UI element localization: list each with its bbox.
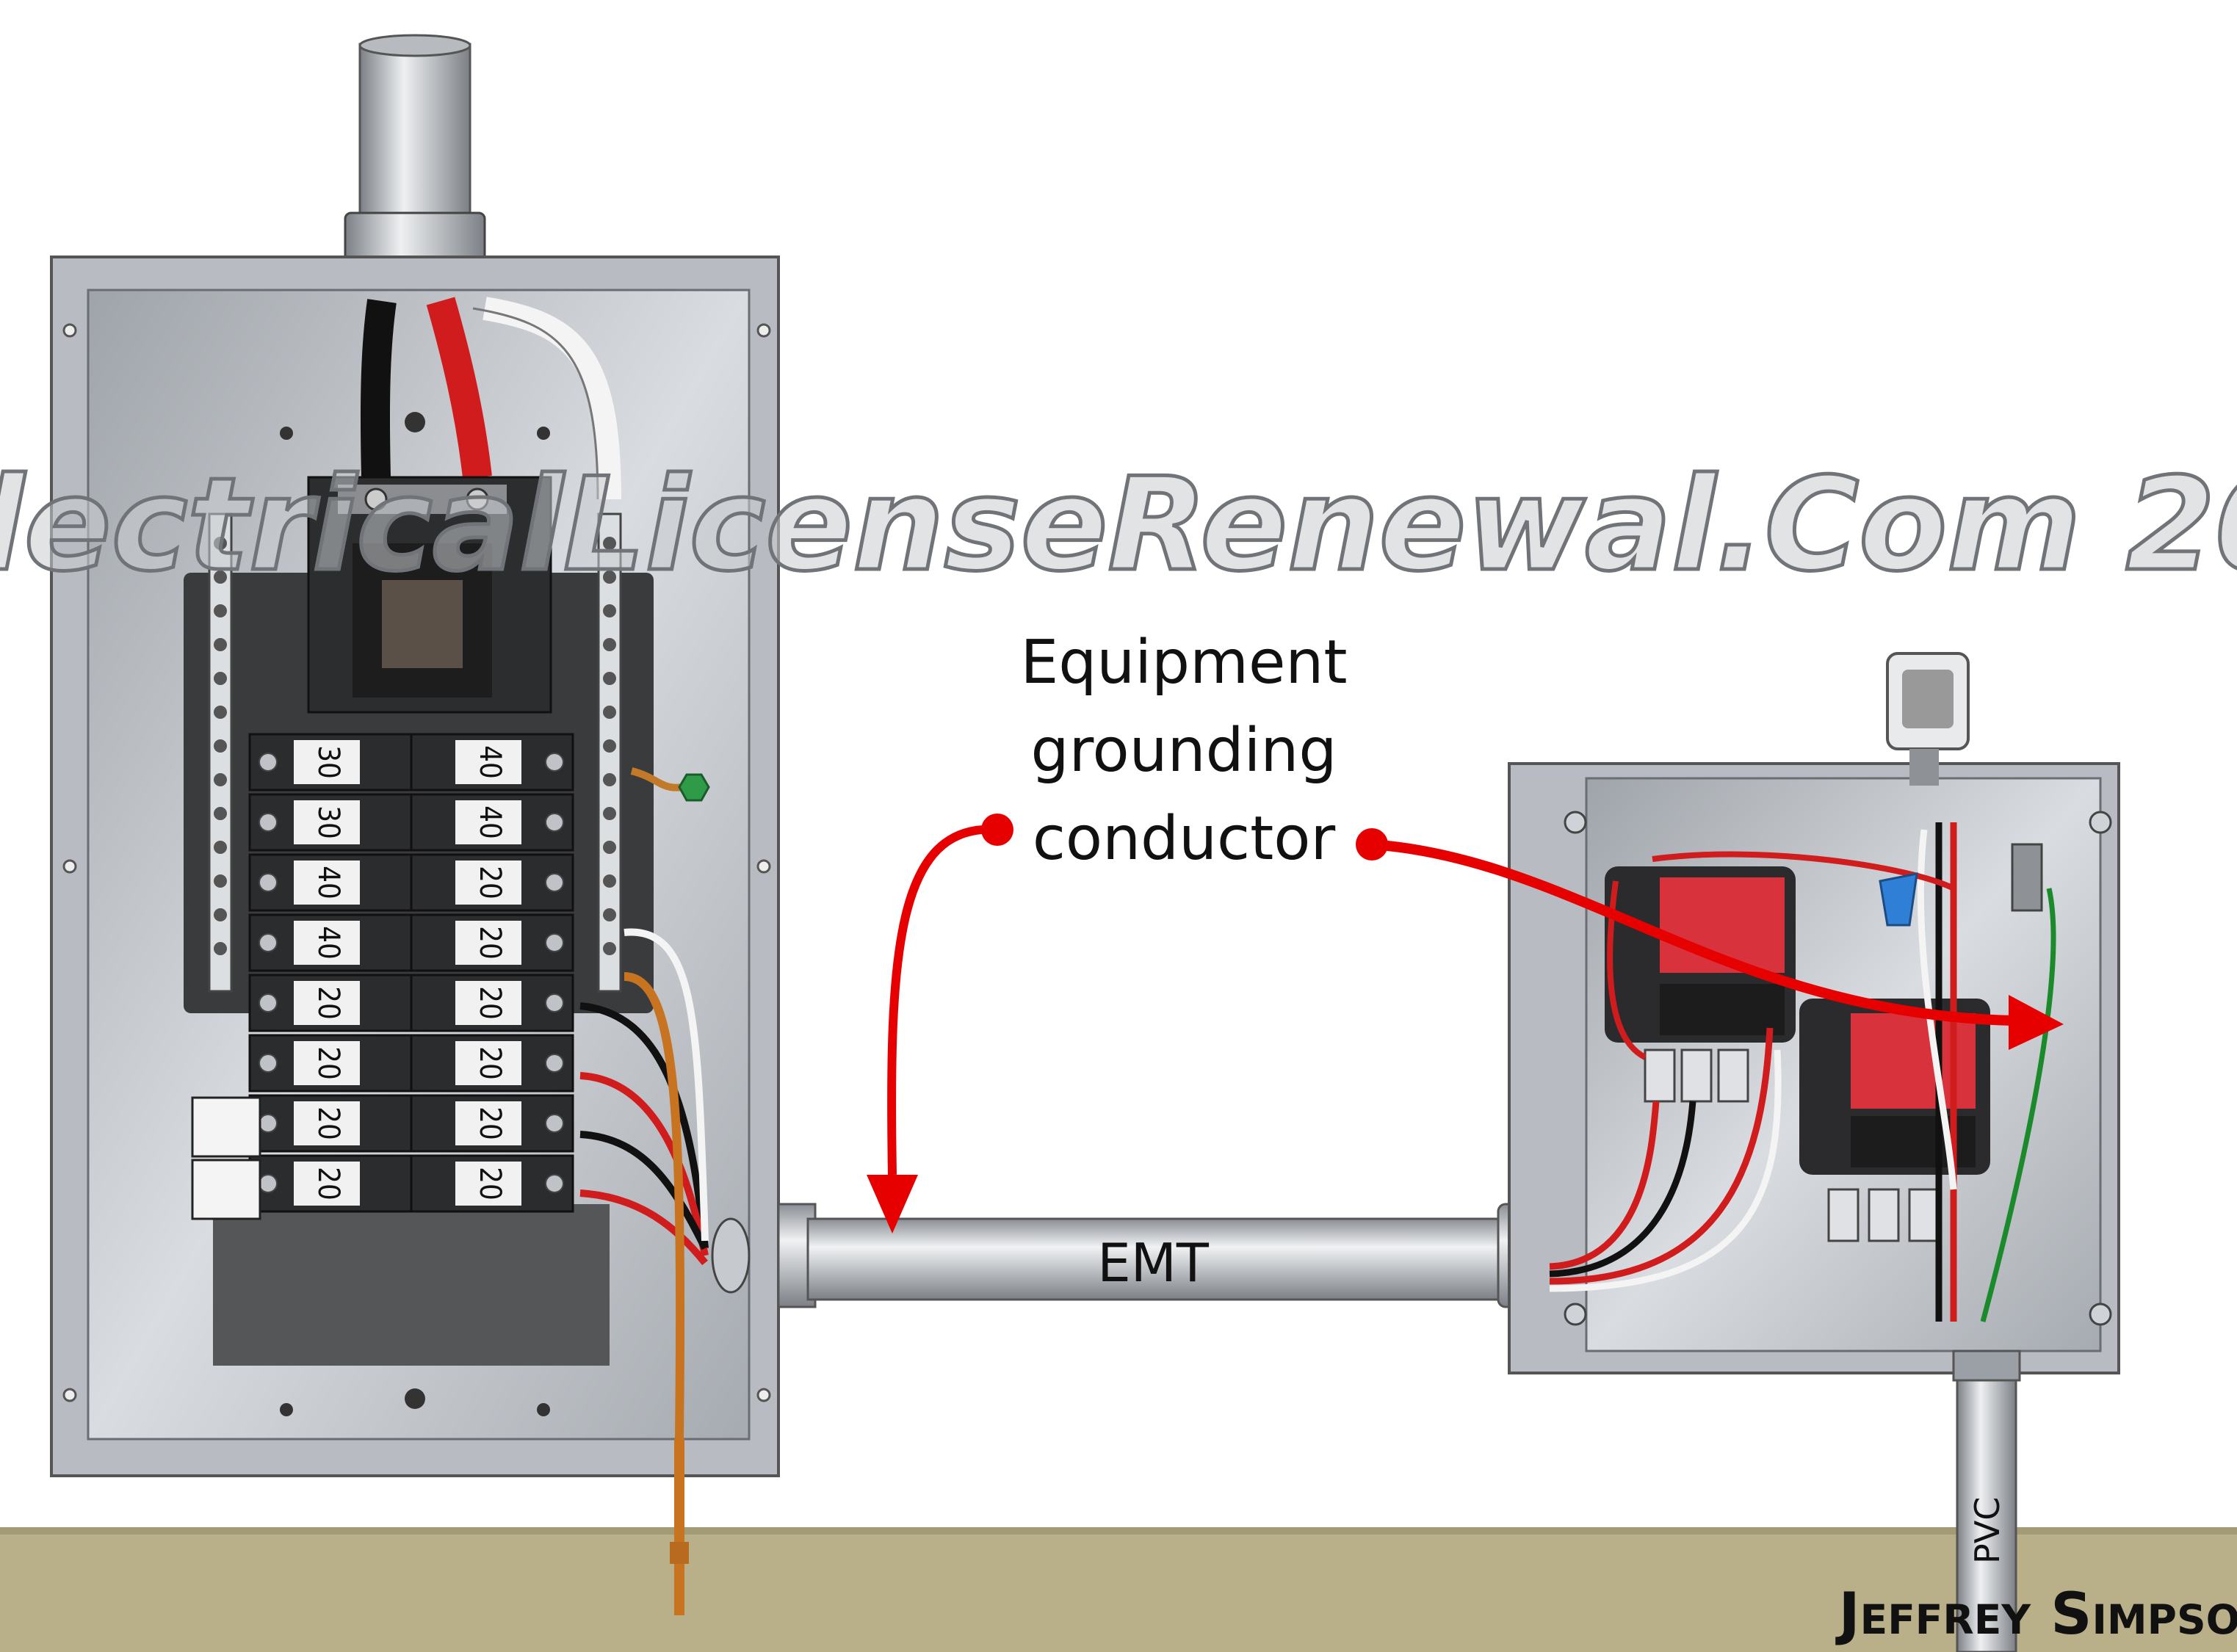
- breaker-left-7: 20: [248, 1094, 413, 1153]
- bar-screw: [603, 942, 616, 955]
- breaker-right-2: 40: [410, 793, 574, 852]
- contactor-2: [1799, 999, 1990, 1242]
- breaker-right-1: 40: [410, 733, 574, 791]
- breaker-rating-right-5: 20: [473, 986, 507, 1020]
- bar-screw: [214, 739, 227, 753]
- bar-screw: [214, 942, 227, 955]
- service-mast: [358, 43, 471, 236]
- breaker-rating-left-7: 20: [311, 1106, 345, 1140]
- bar-screw: [214, 537, 227, 550]
- breaker-stack: 30 30 40 40 20 20 20 20 40 40 20 20 20 20 20 20: [248, 733, 574, 1213]
- breaker-rating-left-1: 30: [311, 745, 345, 779]
- breaker-left-5: 20: [248, 974, 413, 1032]
- bar-screw: [603, 874, 616, 888]
- breaker-right-3: 20: [410, 853, 574, 912]
- callout-label: Equipment grounding conductor: [1020, 628, 1347, 874]
- callout-line-3: conductor: [1033, 804, 1336, 874]
- bar-screw: [603, 638, 616, 651]
- wire-nut: [1879, 872, 1918, 927]
- bar-screw: [603, 739, 616, 753]
- bar-screw: [214, 706, 227, 719]
- bar-screw: [603, 570, 616, 584]
- arrow-to-emt: [867, 814, 1013, 1233]
- bar-screw: [603, 908, 616, 921]
- pvc-conduit: [1956, 1372, 2017, 1652]
- breaker-left-4: 40: [248, 913, 413, 972]
- breaker-rating-right-1: 40: [473, 745, 507, 779]
- bar-screw: [214, 908, 227, 921]
- emt-conduit: [806, 1217, 1514, 1301]
- breaker-left-2: 30: [248, 793, 413, 852]
- breaker-rating-right-8: 20: [473, 1167, 507, 1200]
- breaker-right-7: 20: [410, 1094, 574, 1153]
- gfci-breaker-2: [191, 1159, 261, 1220]
- breaker-rating-left-8: 20: [311, 1167, 345, 1200]
- green-ground-wire: [1980, 888, 2056, 1322]
- breaker-left-8: 20: [248, 1154, 413, 1213]
- bar-screw: [214, 841, 227, 854]
- breaker-rating-right-2: 40: [473, 805, 507, 839]
- breaker-left-3: 40: [248, 853, 413, 912]
- bar-screw: [214, 807, 227, 820]
- breaker-left-6: 20: [248, 1034, 413, 1093]
- bar-screw: [603, 773, 616, 786]
- signature: Jeffrey Simpson: [1835, 1582, 2237, 1648]
- bar-screw: [214, 672, 227, 685]
- breaker-rating-right-3: 20: [473, 866, 507, 899]
- breaker-rating-right-6: 20: [473, 1046, 507, 1080]
- breaker-rating-left-4: 40: [311, 926, 345, 960]
- bar-screw: [603, 706, 616, 719]
- bar-screw: [603, 604, 616, 617]
- bar-screw: [603, 807, 616, 820]
- breaker-rating-left-5: 20: [311, 986, 345, 1020]
- emt-label: EMT: [1097, 1232, 1210, 1294]
- gfci-breaker-1: [191, 1096, 261, 1158]
- bar-screw: [214, 773, 227, 786]
- contactor-enclosure: PVC: [1508, 652, 2120, 1652]
- bar-screw: [603, 841, 616, 854]
- breaker-rating-right-4: 20: [473, 926, 507, 960]
- breaker-right-5: 20: [410, 974, 574, 1032]
- bar-screw: [214, 638, 227, 651]
- ground-floor: [0, 1527, 2237, 1652]
- breaker-rating-right-7: 20: [473, 1106, 507, 1140]
- bar-screw: [214, 874, 227, 888]
- bar-screw: [214, 604, 227, 617]
- pvc-label: PVC: [1967, 1497, 2007, 1564]
- breaker-rating-left-2: 30: [311, 805, 345, 839]
- breaker-right-6: 20: [410, 1034, 574, 1093]
- breaker-right-8: 20: [410, 1154, 574, 1213]
- bar-screw: [214, 570, 227, 584]
- arrow-to-ground-wire: [1356, 828, 2064, 1050]
- bar-screw: [603, 537, 616, 550]
- callout-line-1: Equipment: [1020, 628, 1347, 698]
- callout-line-2: grounding: [1031, 716, 1337, 786]
- breaker-right-4: 20: [410, 913, 574, 972]
- breaker-left-1: 30: [248, 733, 413, 791]
- green-ground-screw: [678, 773, 710, 802]
- service-panel: 30 30 40 40 20 20 20 20 40 40 20 20 20 20 20 20: [50, 34, 817, 1615]
- breaker-rating-left-3: 40: [311, 866, 345, 899]
- bar-screw: [603, 672, 616, 685]
- breaker-rating-left-6: 20: [311, 1046, 345, 1080]
